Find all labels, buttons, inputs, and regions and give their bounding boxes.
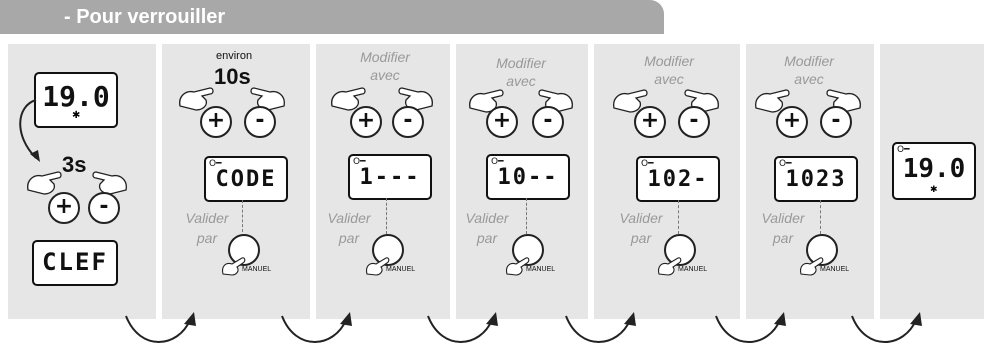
duration-prefix: environ <box>216 50 253 62</box>
dashed-connector <box>526 198 527 234</box>
lcd-display: 19.0 ✱ <box>34 72 118 128</box>
lcd-display: O━ 102- <box>636 156 720 202</box>
lcd-value: CODE <box>215 167 277 192</box>
step-4-panel: Modifier avec + - O━ 10-- Valider par MA… <box>456 44 588 319</box>
step-3-panel: Modifier avec + - O━ 1--- Valider par MA… <box>316 44 450 319</box>
minus-button[interactable]: - <box>88 192 120 224</box>
pointing-hand-icon <box>222 257 246 276</box>
pointing-hand-icon <box>92 171 127 195</box>
step-5-panel: Modifier avec + - O━ 102- Valider par MA… <box>594 44 740 319</box>
key-icon: O━ <box>779 159 792 169</box>
modify-instruction: Modifier avec <box>496 55 546 89</box>
lcd-display: O━ 10-- <box>486 154 570 200</box>
modify-instruction: Modifier avec <box>784 53 834 87</box>
banner-title: - Pour verrouiller <box>64 6 226 28</box>
modify-instruction: Modifier avec <box>644 53 694 87</box>
pointing-hand-icon <box>755 89 790 113</box>
validate-label: Valider par <box>761 210 805 246</box>
lcd-display: CLEF <box>32 240 118 286</box>
manuel-button[interactable] <box>228 234 260 266</box>
lcd-display: O━ 19.0 ✱ <box>892 142 976 200</box>
pointing-hand-icon <box>366 257 390 276</box>
lcd-value: 19.0 <box>902 154 966 184</box>
manuel-label: MANUEL <box>526 266 556 273</box>
section-banner: - Pour verrouiller <box>0 0 664 34</box>
minus-button[interactable]: - <box>532 106 564 138</box>
validate-label: Valider par <box>465 210 509 246</box>
lcd-value: CLEF <box>42 248 108 276</box>
pointing-hand-icon <box>179 87 214 111</box>
hold-duration: 3s <box>62 152 87 177</box>
step-7-panel: O━ 19.0 ✱ <box>880 44 984 319</box>
transition-arrow-icon <box>281 312 352 343</box>
pointing-hand-icon <box>27 171 62 195</box>
manuel-label: MANUEL <box>386 266 416 273</box>
manuel-label: MANUEL <box>242 266 272 273</box>
manuel-button[interactable] <box>806 234 838 266</box>
transition-arrow-icon <box>565 312 636 343</box>
validate-label: Valider par <box>327 210 371 246</box>
plus-button[interactable]: + <box>634 106 666 138</box>
minus-button[interactable]: - <box>678 106 710 138</box>
validate-label: Valider par <box>619 210 663 246</box>
key-icon: O━ <box>353 157 366 167</box>
transition-arrow-icon <box>125 312 196 343</box>
pointing-hand-icon <box>613 89 648 113</box>
modify-instruction: Modifier avec <box>360 49 410 83</box>
plus-button[interactable]: + <box>200 106 232 138</box>
key-icon: O━ <box>897 145 910 155</box>
lcd-value: 102- <box>647 167 709 192</box>
lcd-value: 10-- <box>497 165 559 190</box>
lcd-display: O━ 1023 <box>774 156 858 202</box>
dashed-connector <box>386 198 387 234</box>
validate-label: Valider par <box>185 210 229 246</box>
lcd-value: 1--- <box>359 165 421 190</box>
lcd-value: 19.0 <box>42 80 110 113</box>
minus-button[interactable]: - <box>244 106 276 138</box>
pointing-hand-icon <box>331 87 366 111</box>
asterisk-icon: ✱ <box>72 110 81 121</box>
transition-arrow-icon <box>427 312 498 343</box>
plus-button[interactable]: + <box>350 106 382 138</box>
curved-arrow-icon <box>19 99 40 162</box>
dashed-connector <box>820 200 821 234</box>
key-icon: O━ <box>209 159 222 169</box>
key-icon: O━ <box>491 157 504 167</box>
pointing-hand-icon <box>658 257 682 276</box>
pointing-hand-icon <box>800 257 824 276</box>
key-icon: O━ <box>641 159 654 169</box>
hold-duration: 10s <box>214 64 251 89</box>
manuel-label: MANUEL <box>820 266 850 273</box>
lcd-value: 1023 <box>785 167 847 192</box>
dashed-connector <box>678 200 679 234</box>
step-1-panel: 19.0 ✱ 3s + - CLEF <box>8 44 156 319</box>
asterisk-icon: ✱ <box>930 184 938 194</box>
plus-button[interactable]: + <box>486 106 518 138</box>
lcd-display: O━ 1--- <box>348 154 432 200</box>
minus-button[interactable]: - <box>820 106 852 138</box>
step-2-panel: environ 10s + - O━ CODE Valider par MANU… <box>162 44 310 319</box>
plus-button[interactable]: + <box>776 106 808 138</box>
plus-button[interactable]: + <box>48 192 80 224</box>
lcd-display: O━ CODE <box>204 156 288 202</box>
step-6-panel: Modifier avec + - O━ 1023 Valider par MA… <box>746 44 874 319</box>
transition-arrow-icon <box>715 312 786 343</box>
manuel-label: MANUEL <box>678 266 708 273</box>
transition-arrows <box>125 312 922 343</box>
transition-arrow-icon <box>851 312 922 343</box>
minus-button[interactable]: - <box>392 106 424 138</box>
pointing-hand-icon <box>506 257 530 276</box>
dashed-connector <box>242 200 243 232</box>
